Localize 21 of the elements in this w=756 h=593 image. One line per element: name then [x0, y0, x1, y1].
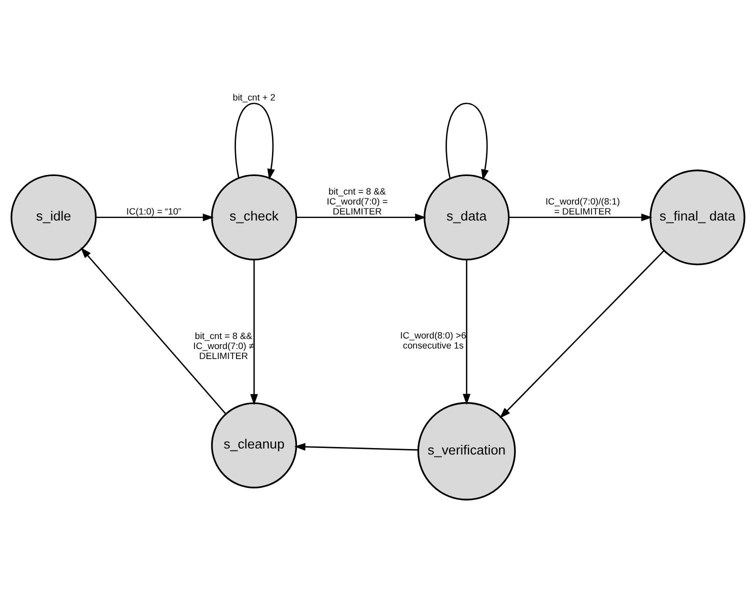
- edge-label: IC(1:0) = “10”: [126, 206, 182, 217]
- arrow: [508, 214, 652, 222]
- node-circle: s_check: [211, 174, 298, 260]
- arrow: [500, 250, 664, 418]
- node-circle: s_verification: [417, 402, 516, 500]
- edge-label: bit_cnt = 8 && IC_word(7:0) = DELIMITER: [326, 186, 388, 217]
- node-circle: s_cleanup: [211, 402, 298, 488]
- arrow: [296, 214, 426, 222]
- arrow: [250, 260, 258, 406]
- arrow: [462, 260, 470, 405]
- arrow: [234, 102, 275, 180]
- node-circle: s_final_ data: [650, 170, 746, 266]
- edge-label: bit_cnt = 8 && IC_word(7:0) ≠ DELIMITER: [193, 330, 254, 361]
- edge-label: IC_word(8:0) >6 consecutive 1s: [400, 330, 466, 351]
- edge-label: bit_cnt + 2: [232, 92, 276, 103]
- arrow: [294, 442, 418, 451]
- arrow: [80, 247, 226, 414]
- arrow: [446, 102, 489, 180]
- node-circle: s_data: [424, 174, 510, 260]
- edge-label: IC_word(7:0)/(8:1) = DELIMITER: [545, 196, 620, 217]
- arrow: [96, 214, 214, 222]
